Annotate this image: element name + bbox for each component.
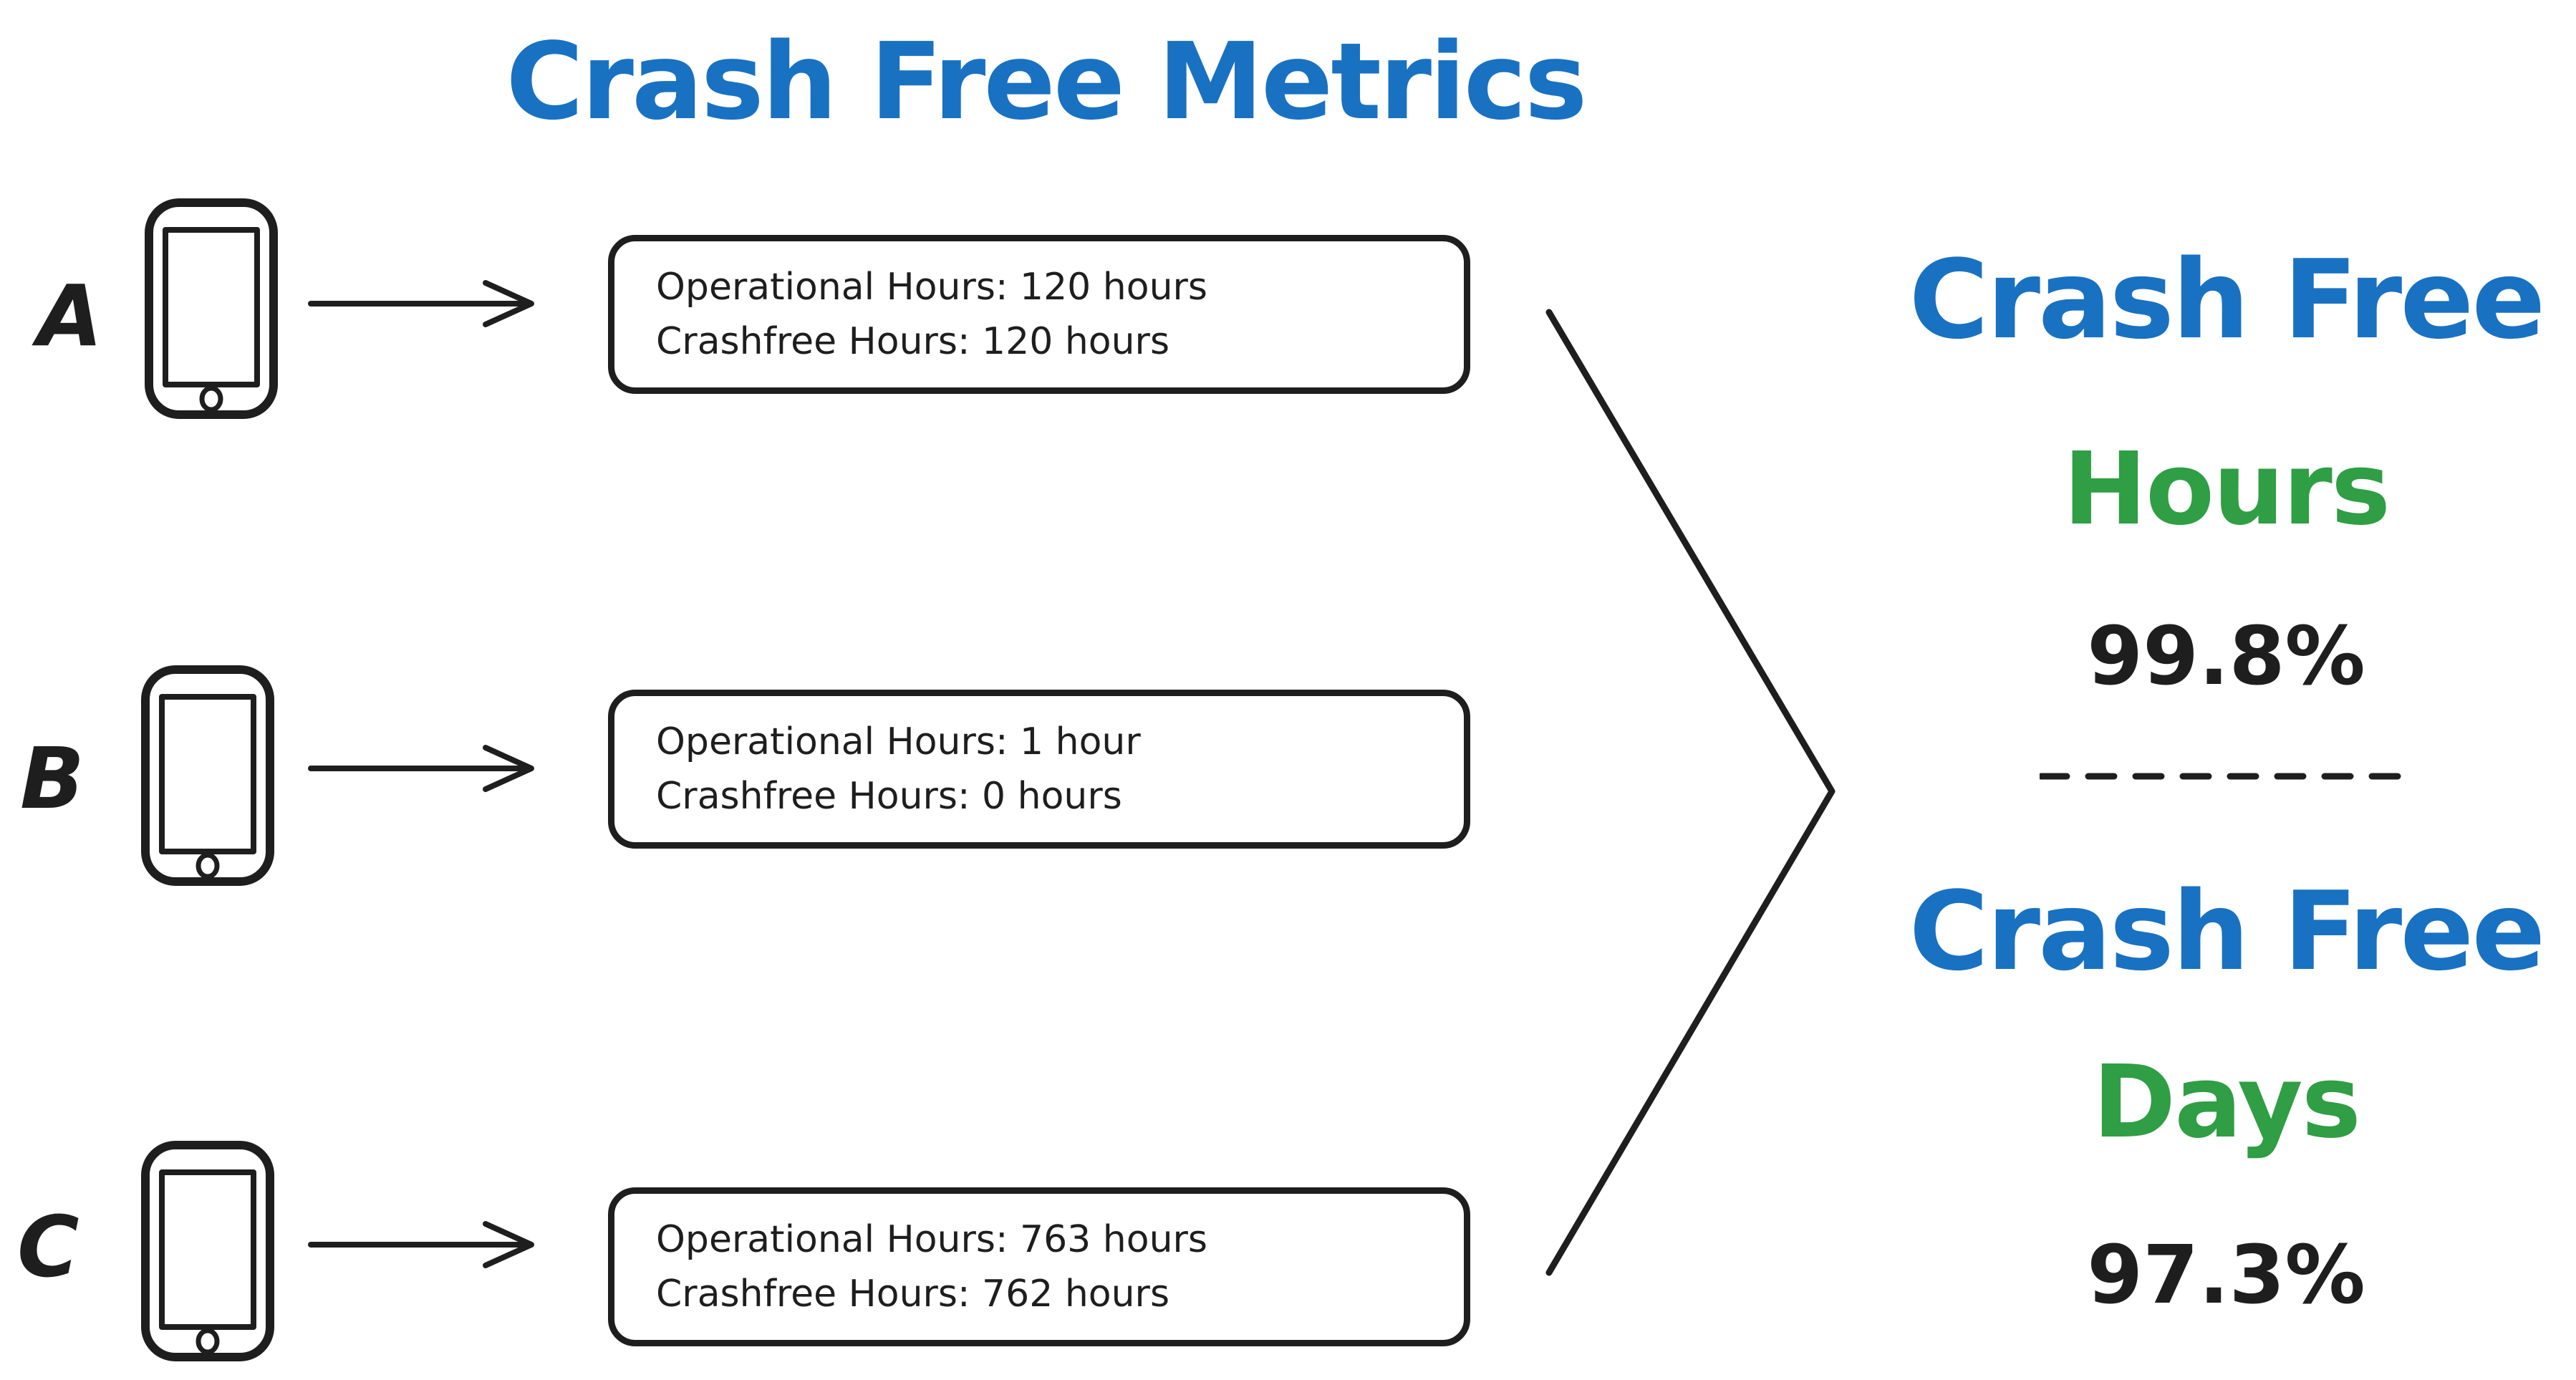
dashed-divider (2040, 773, 2413, 780)
metrics-box-line: Crashfree Hours: 0 hours (656, 775, 1122, 818)
crash-free-days-title: Crash Free (1909, 868, 2546, 995)
results-panel: Crash Free Hours 99.8% Crash Free Days 9… (1876, 0, 2576, 1380)
arrow-right-icon (308, 280, 534, 327)
metrics-box-a: Operational Hours: 120 hours Crashfree H… (608, 235, 1470, 394)
metrics-box-line: Crashfree Hours: 762 hours (656, 1273, 1170, 1316)
days-value: 97.3% (2087, 1229, 2365, 1322)
metrics-box-c: Operational Hours: 763 hours Crashfree H… (608, 1187, 1470, 1346)
phone-icon (141, 1141, 274, 1361)
arrow-right-icon (308, 1221, 534, 1268)
metrics-box-line: Crashfree Hours: 120 hours (656, 320, 1170, 363)
device-label-b: B (20, 729, 85, 828)
days-unit-label: Days (2093, 1044, 2361, 1161)
device-label-a: A (37, 266, 103, 365)
hours-unit-label: Hours (2063, 431, 2391, 548)
phone-icon (145, 198, 278, 419)
metrics-box-line: Operational Hours: 120 hours (656, 266, 1207, 309)
metrics-box-b: Operational Hours: 1 hour Crashfree Hour… (608, 690, 1470, 849)
page-title: Crash Free Metrics (506, 20, 1587, 143)
arrow-right-icon (308, 745, 534, 792)
hours-value: 99.8% (2087, 610, 2365, 703)
device-label-c: C (17, 1197, 79, 1296)
crash-free-hours-title: Crash Free (1909, 236, 2546, 363)
metrics-box-line: Operational Hours: 1 hour (656, 720, 1141, 763)
metrics-box-line: Operational Hours: 763 hours (656, 1218, 1207, 1261)
phone-icon (141, 665, 274, 886)
converge-chevron (1545, 309, 1835, 1276)
